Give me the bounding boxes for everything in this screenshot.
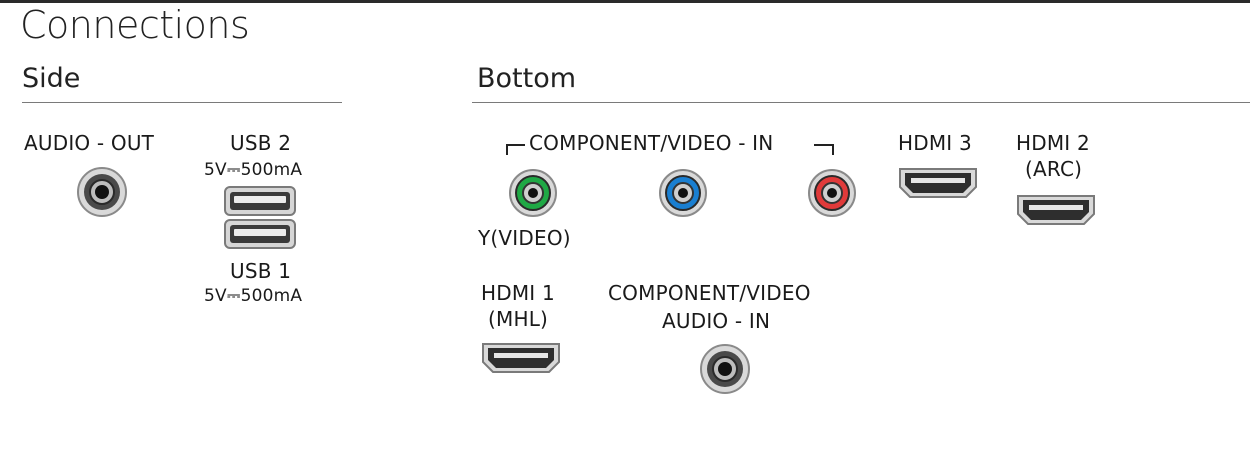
component-pr-red-jack-icon <box>807 168 857 218</box>
component-audio-in-label-line2: AUDIO - IN <box>662 309 771 333</box>
hdmi1-mhl-label: (MHL) <box>488 307 549 331</box>
component-bracket-left <box>505 142 527 156</box>
hdmi3-port-icon <box>897 166 979 200</box>
component-audio-in-label-line1: COMPONENT/VIDEO <box>608 281 811 305</box>
section-side-heading: Side <box>22 63 81 94</box>
component-pb-blue-jack-icon <box>658 168 708 218</box>
hdmi3-label: HDMI 3 <box>898 131 972 155</box>
component-bracket-right <box>814 142 836 156</box>
usb1-label: USB 1 <box>230 259 292 283</box>
usb2-label: USB 2 <box>230 131 292 155</box>
page-title: Connections <box>20 3 250 47</box>
usb2-spec: 5V⎓500mA <box>204 160 303 180</box>
component-y-green-jack-icon <box>508 168 558 218</box>
hdmi1-label: HDMI 1 <box>481 281 555 305</box>
audio-out-jack-icon <box>76 166 128 218</box>
hdmi2-port-icon <box>1015 193 1097 227</box>
hdmi1-port-icon <box>480 341 562 375</box>
top-border <box>0 0 1250 3</box>
hdmi2-arc-label: (ARC) <box>1025 157 1083 181</box>
audio-out-label: AUDIO - OUT <box>24 131 155 155</box>
usb1-spec: 5V⎓500mA <box>204 286 303 306</box>
hdmi2-label: HDMI 2 <box>1016 131 1090 155</box>
usb1-port-icon <box>224 219 296 249</box>
bottom-divider <box>472 102 1250 103</box>
y-video-label: Y(VIDEO) <box>478 226 571 250</box>
component-audio-in-jack-icon <box>699 343 751 395</box>
component-video-in-label: COMPONENT/VIDEO - IN <box>529 131 774 155</box>
section-bottom-heading: Bottom <box>477 63 577 94</box>
usb2-port-icon <box>224 186 296 216</box>
side-divider <box>22 102 342 103</box>
